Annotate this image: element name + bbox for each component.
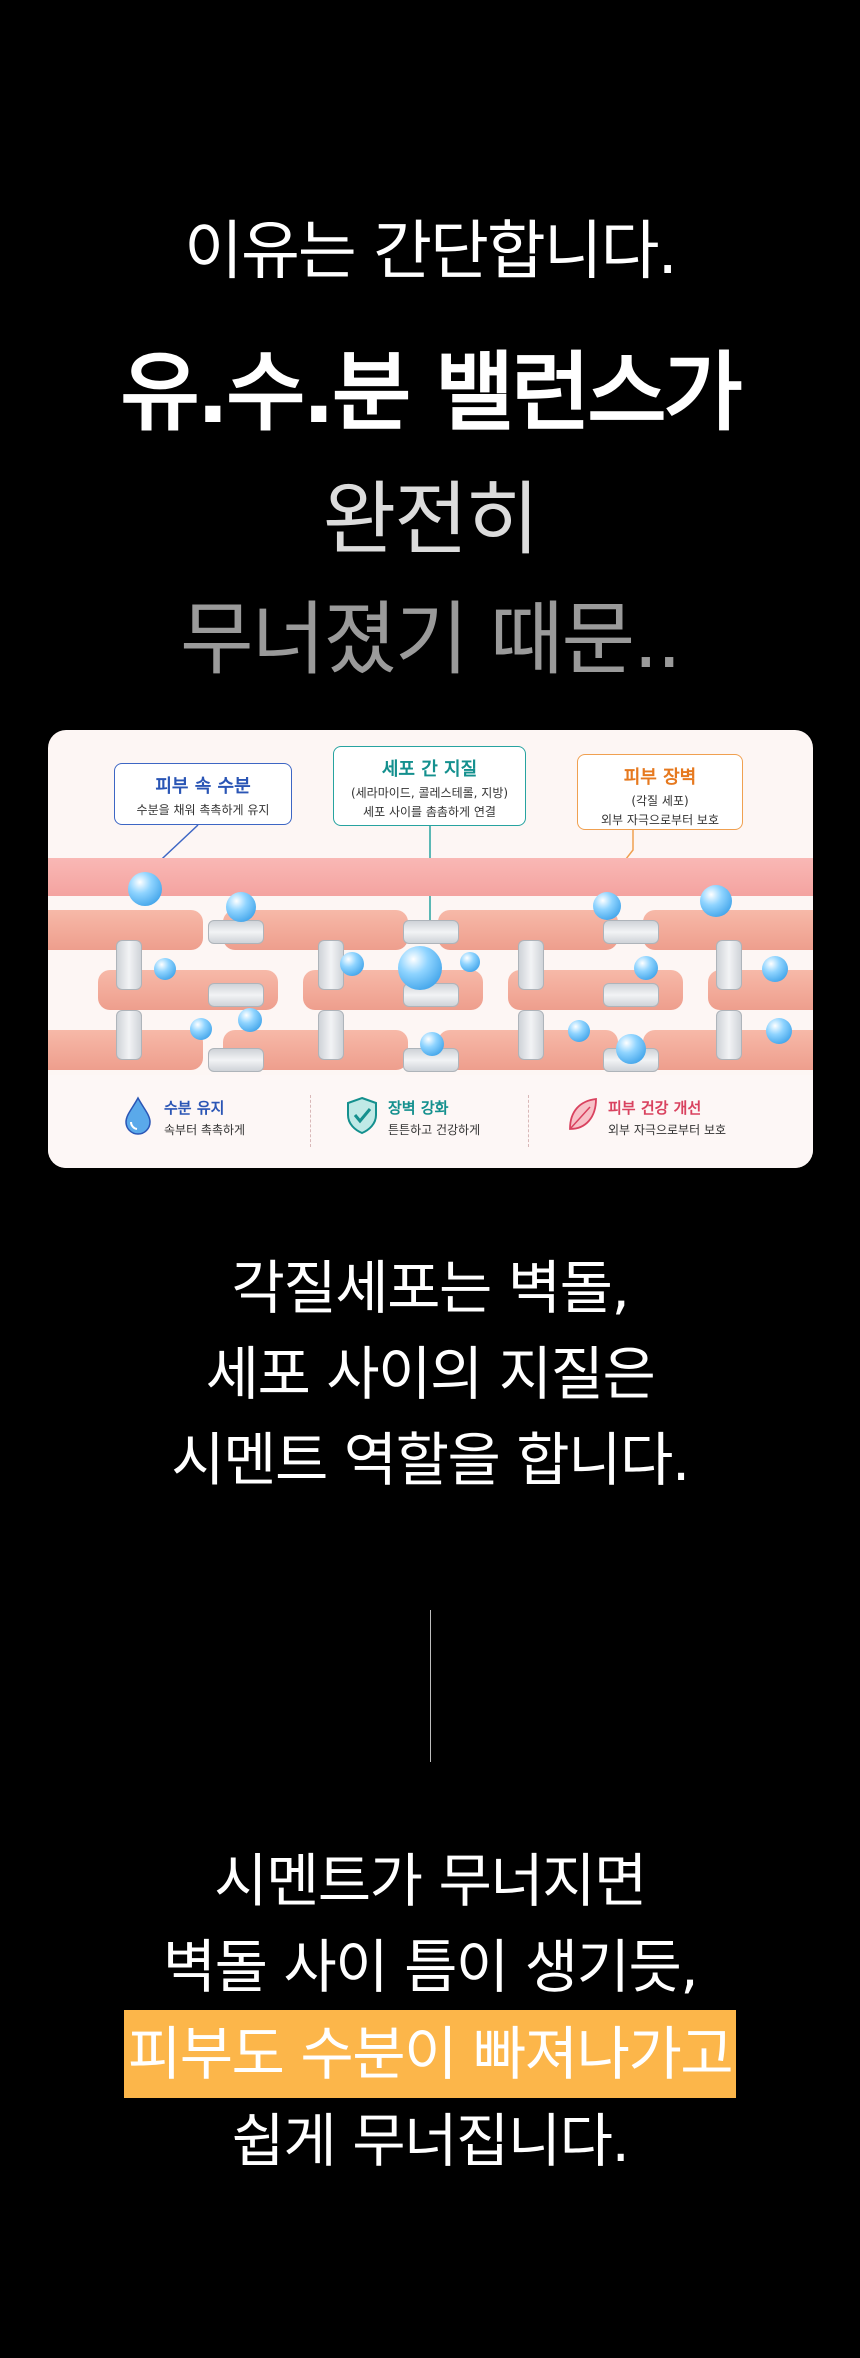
paragraph-2-line-2: 벽돌 사이 틈이 생기듯, bbox=[162, 1933, 699, 2001]
lipid-connector bbox=[208, 1048, 264, 1072]
paragraph-2-line-3: 피부도 수분이 빠져나가고 bbox=[0, 2010, 860, 2098]
water-bubble bbox=[238, 1008, 262, 1032]
lipid-connector bbox=[208, 983, 264, 1007]
lipid-connector bbox=[318, 1010, 344, 1060]
water-bubble bbox=[593, 892, 621, 920]
water-bubble bbox=[128, 872, 162, 906]
headline-line-3: 완전히 bbox=[322, 473, 540, 566]
lipid-connector bbox=[603, 983, 659, 1007]
headline-line-1: 이유는 간단합니다. bbox=[184, 215, 678, 289]
water-bubble bbox=[420, 1032, 444, 1056]
paragraph-1-line-3: 시멘트 역할을 합니다. bbox=[171, 1426, 690, 1494]
lipid-connector bbox=[716, 1010, 742, 1060]
lipid-connector bbox=[518, 940, 544, 990]
shield-check-icon bbox=[347, 1096, 377, 1135]
water-bubble bbox=[762, 956, 788, 982]
label-intercellular-lipid: 세포 간 지질 (세라마이드, 콜레스테롤, 지방) 세포 사이를 촘촘하게 연… bbox=[333, 746, 526, 826]
water-bubble bbox=[568, 1020, 590, 1042]
lipid-connector bbox=[208, 920, 264, 944]
paragraph-2: 시멘트가 무너지면 벽돌 사이 틈이 생기듯, 피부도 수분이 빠져나가고 쉽게… bbox=[0, 1838, 860, 2184]
water-drop-icon bbox=[125, 1096, 151, 1135]
headline-line-2: 유.수.분 밸런스가 bbox=[120, 343, 742, 443]
water-bubble bbox=[766, 1018, 792, 1044]
water-bubble bbox=[398, 946, 442, 990]
water-bubble bbox=[460, 952, 480, 972]
water-bubble bbox=[190, 1018, 212, 1040]
label-skin-barrier: 피부 장벽 (각질 세포) 외부 자극으로부터 보호 bbox=[577, 754, 743, 830]
pointer-lines bbox=[145, 824, 634, 931]
headline-line-4: 무너졌기 때문.. bbox=[180, 593, 682, 686]
paragraph-1: 각질세포는 벽돌, 세포 사이의 지질은 시멘트 역할을 합니다. bbox=[0, 1245, 860, 1503]
label-skin-moisture: 피부 속 수분 수분을 채워 촉촉하게 유지 bbox=[114, 763, 292, 825]
leaf-icon bbox=[569, 1097, 597, 1130]
vertical-divider bbox=[430, 1610, 431, 1762]
feature-divider bbox=[310, 1095, 311, 1147]
lipid-connector bbox=[518, 1010, 544, 1060]
paragraph-2-line-1: 시멘트가 무너지면 bbox=[214, 1847, 647, 1915]
feature-divider bbox=[528, 1095, 529, 1147]
paragraph-2-line-4: 쉽게 무너집니다. bbox=[231, 2107, 630, 2175]
lipid-connector bbox=[603, 920, 659, 944]
feature-bar: 수분 유지 속부터 촉촉하게 장벽 강화 튼튼하고 건강하게 피부 건강 개선 … bbox=[48, 1075, 813, 1168]
water-bubble bbox=[634, 956, 658, 980]
water-bubble bbox=[154, 958, 176, 980]
water-bubble bbox=[340, 952, 364, 976]
lipid-connector bbox=[116, 1010, 142, 1060]
skin-barrier-diagram: 피부 속 수분 수분을 채워 촉촉하게 유지 세포 간 지질 (세라마이드, 콜… bbox=[48, 730, 813, 1168]
water-bubble bbox=[700, 885, 732, 917]
paragraph-1-line-1: 각질세포는 벽돌, bbox=[231, 1254, 630, 1322]
lipid-connector bbox=[318, 940, 344, 990]
highlighted-text: 피부도 수분이 빠져나가고 bbox=[123, 2010, 737, 2098]
lipid-connector bbox=[716, 940, 742, 990]
water-bubble bbox=[616, 1034, 646, 1064]
paragraph-1-line-2: 세포 사이의 지질은 bbox=[205, 1340, 656, 1408]
water-bubble bbox=[226, 892, 256, 922]
skin-surface-layer bbox=[48, 858, 813, 896]
lipid-connector bbox=[403, 920, 459, 944]
lipid-connector bbox=[116, 940, 142, 990]
